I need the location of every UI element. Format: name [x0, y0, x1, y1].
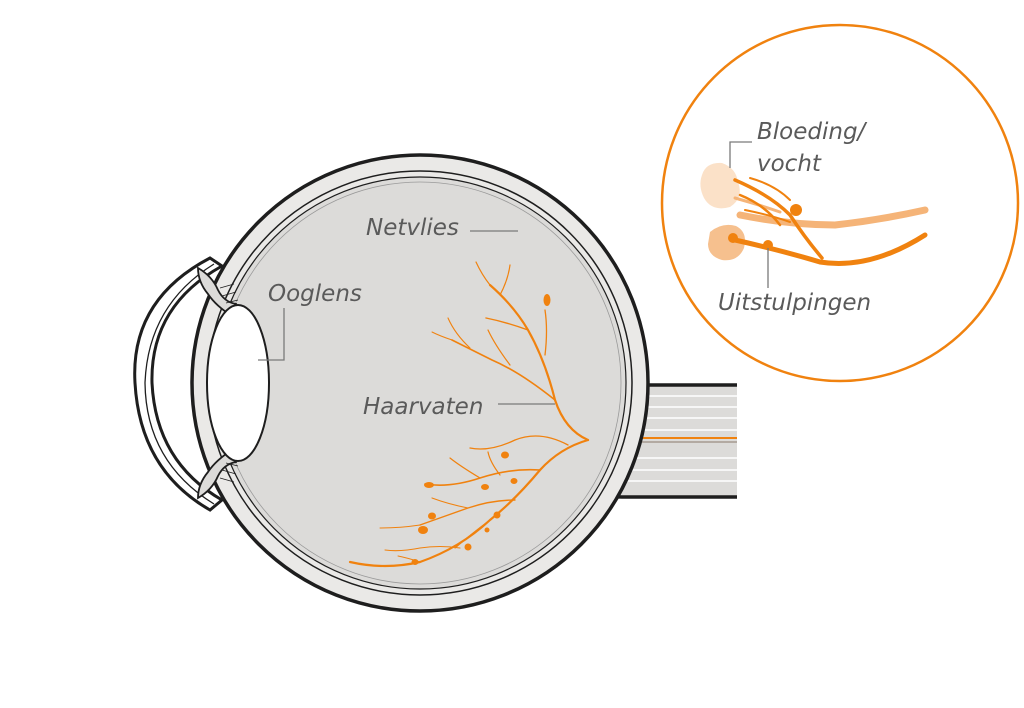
inset-aneurysms: [728, 204, 802, 250]
leader-bloeding: [729, 141, 752, 168]
inset-ring: [660, 23, 1020, 383]
cornea: [133, 256, 225, 512]
eyeball: [190, 153, 650, 613]
lens: [206, 304, 270, 462]
inset-magnified-view: [660, 23, 1020, 383]
leader-lines: [258, 230, 555, 405]
label-ooglens: Ooglens: [268, 281, 362, 307]
microaneurysms: [411, 294, 551, 565]
label-uitstulpingen: Uitstulpingen: [718, 290, 872, 316]
label-vocht: vocht: [757, 151, 821, 177]
label-netvlies: Netvlies: [366, 215, 459, 241]
inset-fluid-patch: [700, 162, 745, 261]
label-haarvaten: Haarvaten: [363, 394, 484, 420]
retinal-vessels: [348, 261, 590, 568]
inset-vessels: [732, 177, 929, 266]
leader-ooglens: [258, 308, 285, 361]
label-bloeding: Bloeding/: [757, 119, 866, 145]
